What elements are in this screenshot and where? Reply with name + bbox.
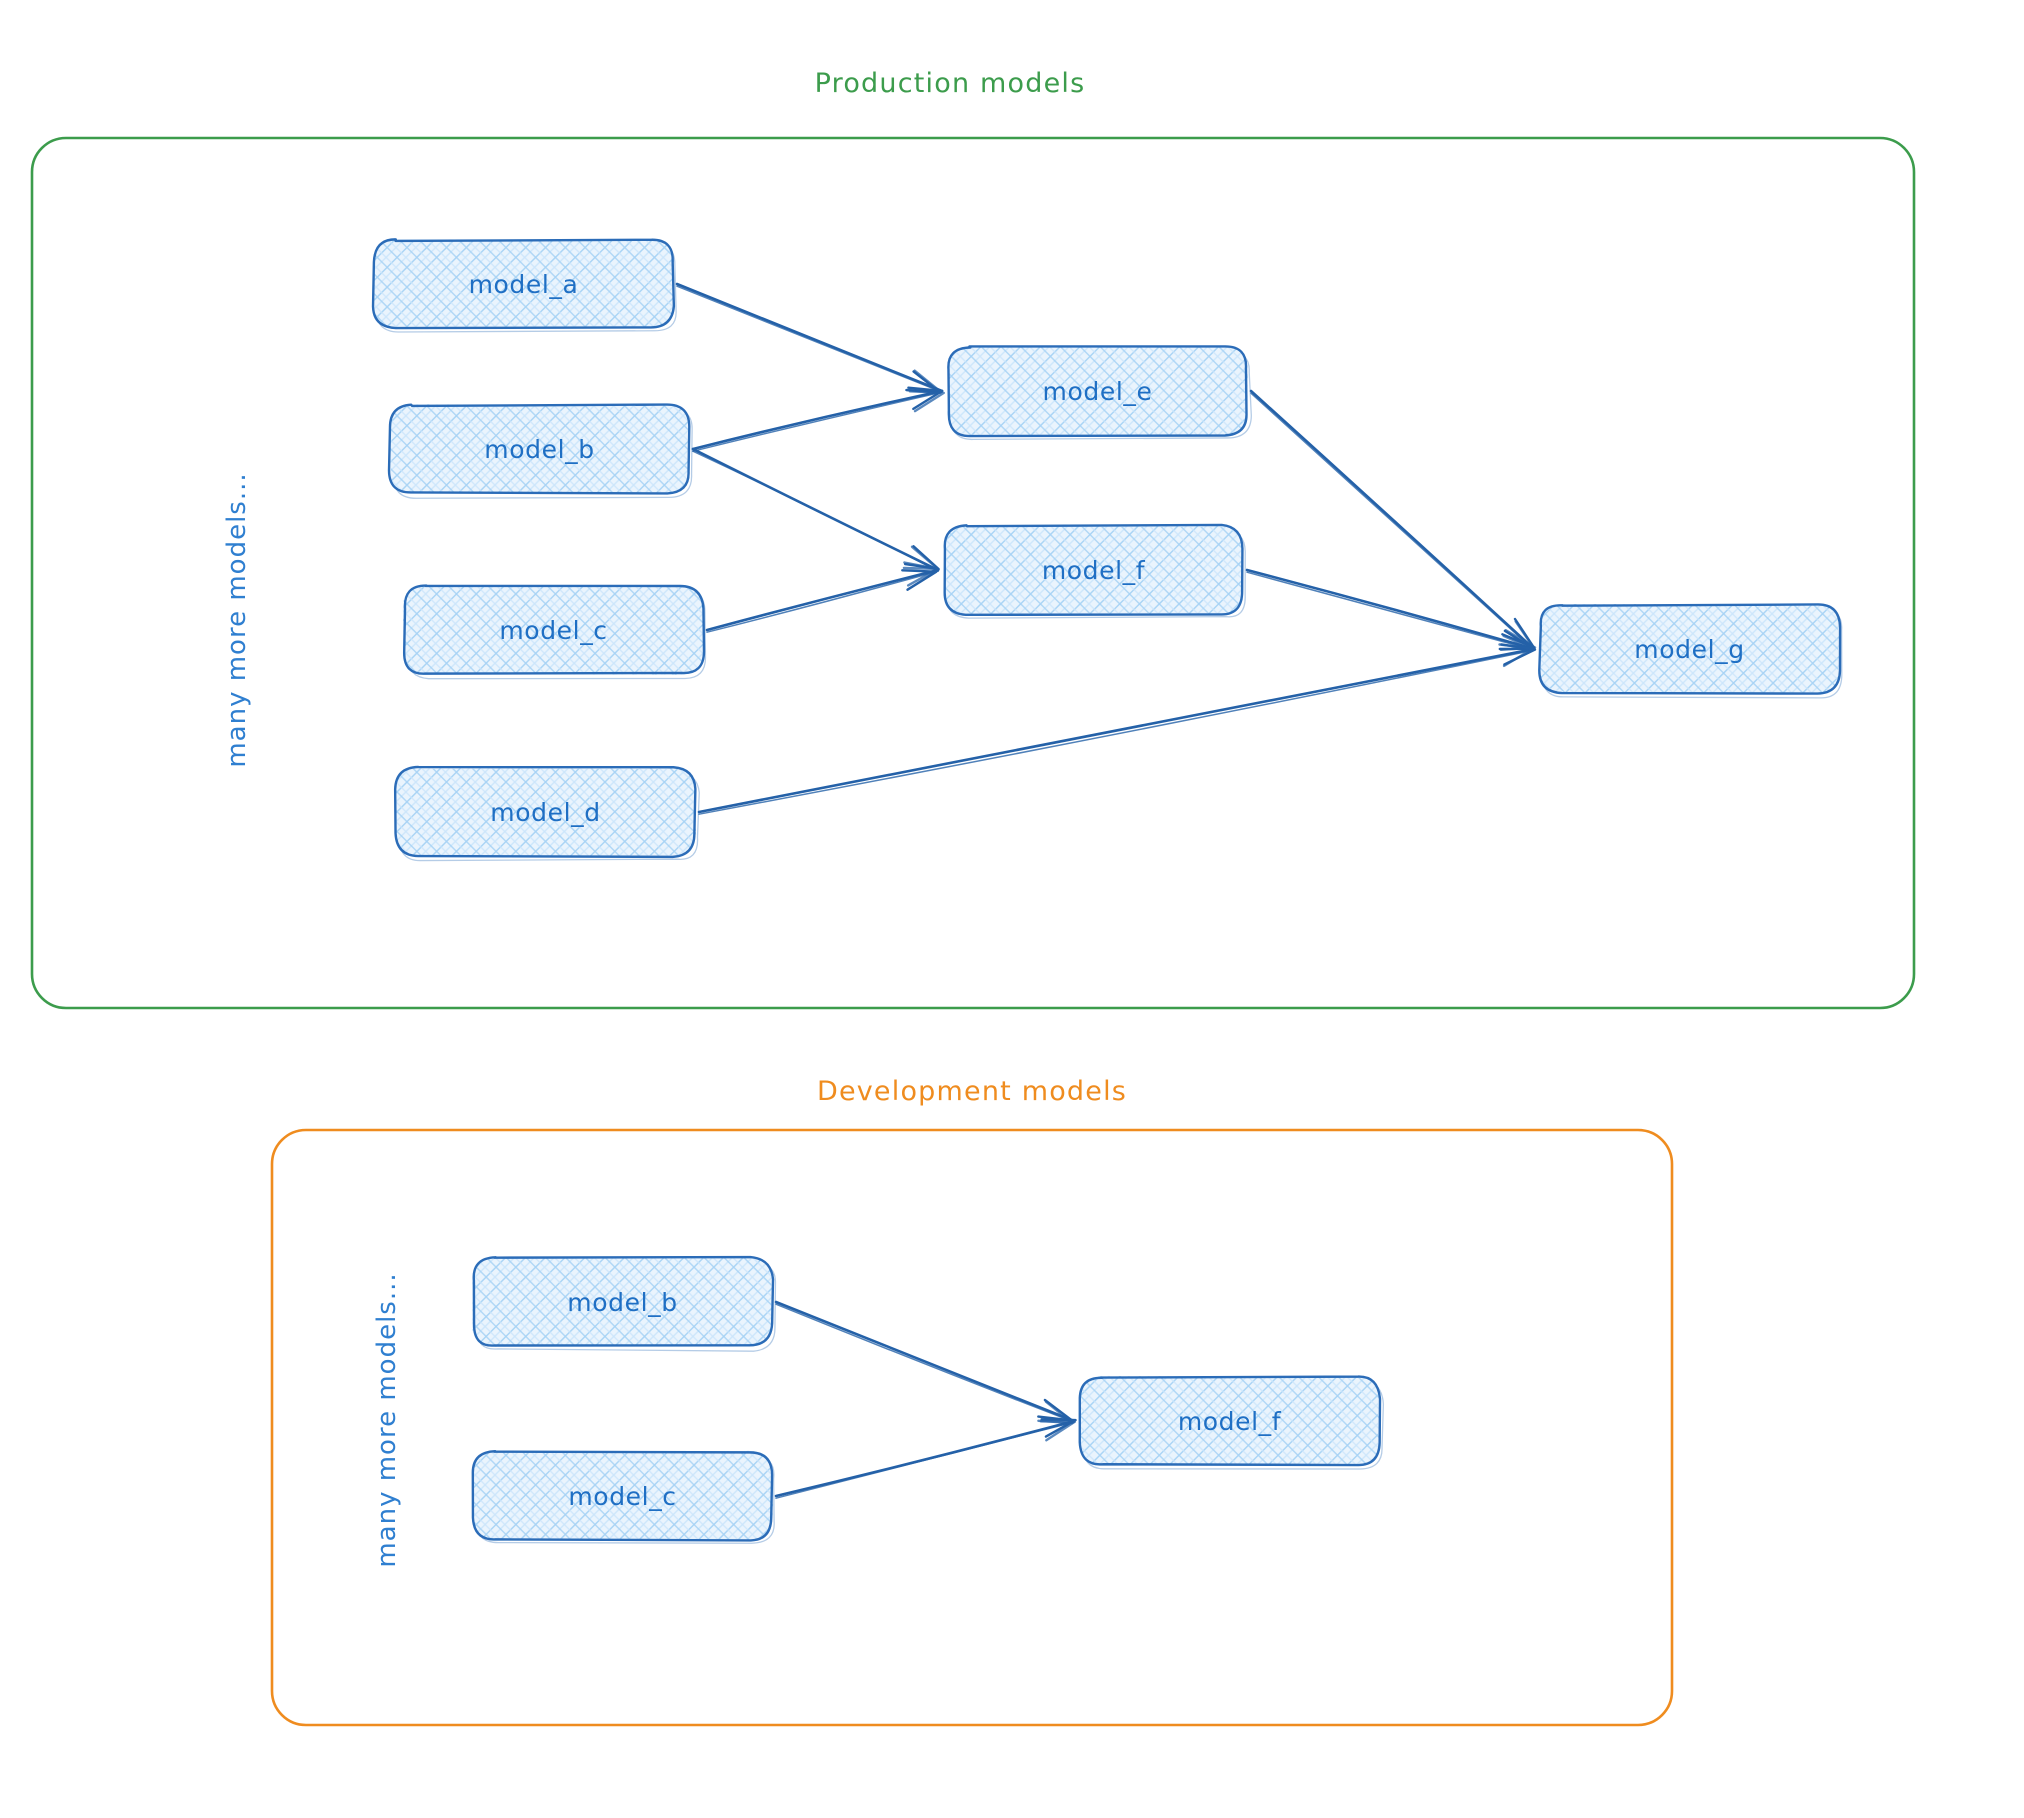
production-title: Production models (815, 68, 1086, 99)
node-label: model_a (469, 270, 579, 299)
group-production: Production models many more models... (30, 68, 1916, 1010)
node-layer: model_a model_b model_c model_d model_emodel… (371, 238, 1843, 1544)
node-model_b[interactable]: model_b (387, 403, 693, 499)
edge-model_c-to-model_f (705, 566, 940, 633)
node-hatch-cross (395, 768, 697, 858)
node-label: model_f (1178, 1407, 1282, 1436)
node-hatch-cross (472, 1451, 773, 1540)
edge-model_d-to-model_g (697, 643, 1537, 815)
edge-model_a-to-model_e (675, 282, 944, 394)
node-dev_model_b[interactable]: model_b (471, 1255, 777, 1352)
edge-dev_model_b-to-dev_model_f (774, 1300, 1076, 1425)
node-model_g[interactable]: model_g (1538, 603, 1843, 699)
node-outline (393, 765, 697, 859)
node-model_f[interactable]: model_f (943, 523, 1246, 619)
node-hatch-cross (402, 585, 704, 675)
development-container-box (270, 1128, 1674, 1727)
node-label: model_b (567, 1288, 677, 1317)
node-label: model_c (568, 1482, 676, 1511)
node-label: model_g (1634, 635, 1744, 664)
node-label: model_f (1042, 556, 1146, 585)
production-side-label: many more models... (222, 472, 252, 767)
node-hatch-cross (1539, 603, 1839, 693)
node-outline (472, 1255, 775, 1347)
development-title: Development models (817, 1076, 1127, 1107)
node-hatch-cross (389, 404, 689, 493)
node-model_d[interactable]: model_d (393, 765, 700, 862)
node-outline (471, 1449, 774, 1542)
group-development: Development models many more models... (270, 1076, 1674, 1727)
node-outline (1078, 1375, 1382, 1467)
node-label: model_d (490, 798, 600, 827)
node-label: model_c (499, 616, 607, 645)
edge-model_b-to-model_e (691, 386, 945, 452)
node-label: model_b (484, 435, 594, 464)
development-side-label: many more models... (372, 1272, 402, 1567)
node-model_a[interactable]: model_a (371, 238, 677, 333)
node-outline (402, 584, 706, 675)
node-hatch-cross (944, 525, 1243, 614)
production-container-box (30, 136, 1916, 1010)
edge-model_b-to-model_f (691, 447, 940, 572)
node-model_e[interactable]: model_e (947, 345, 1252, 441)
node-label: model_e (1043, 377, 1153, 406)
edge-dev_model_c-to-dev_model_f (774, 1418, 1077, 1499)
node-model_c[interactable]: model_c (402, 584, 707, 680)
node-outline (943, 523, 1244, 617)
node-dev_model_f[interactable]: model_f (1078, 1375, 1385, 1470)
edge-layer (675, 282, 1537, 1499)
node-hatch-cross (1080, 1375, 1380, 1465)
node-hatch-cross (372, 239, 673, 329)
node-dev_model_c[interactable]: model_c (471, 1449, 775, 1544)
node-outline (371, 238, 676, 330)
node-outline (947, 345, 1248, 438)
node-outline (1538, 603, 1842, 695)
node-hatch-cross (947, 346, 1248, 436)
node-outline (387, 403, 691, 495)
node-hatch-cross (472, 1257, 772, 1346)
